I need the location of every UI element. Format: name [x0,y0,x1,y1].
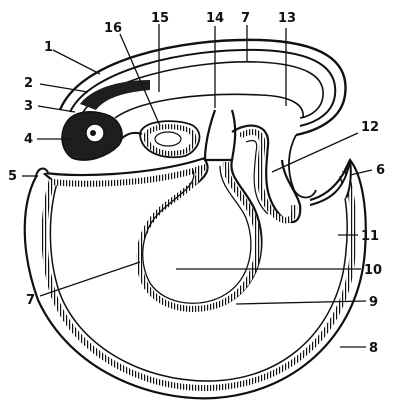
label-13: 13 [278,11,296,26]
heart-stalk [120,133,142,140]
label-15: 15 [151,11,169,26]
label-7-top: 7 [241,11,250,26]
label-3: 3 [24,99,33,114]
label-4: 4 [24,132,33,147]
label-14: 14 [206,11,224,26]
heart-cavity [155,132,181,146]
leader-3 [38,106,75,112]
label-10: 10 [364,263,382,278]
head-dark-upper [80,80,150,110]
hindgut-curve [289,135,316,198]
leader-12 [272,133,358,172]
brain-vesicle-dot [90,130,96,136]
label-8: 8 [369,341,378,356]
embryo-body-arc [115,94,303,118]
label-11: 11 [361,229,379,244]
label-7-bottom: 7 [26,293,35,308]
label-5: 5 [8,169,17,184]
label-6: 6 [376,163,385,178]
leader-2 [40,84,88,92]
label-16: 16 [104,21,122,36]
label-1: 1 [44,40,53,55]
label-2: 2 [24,76,33,91]
label-12: 12 [361,120,379,135]
label-9: 9 [369,295,378,310]
gut-stalk [205,110,235,160]
leader-1 [53,50,100,74]
